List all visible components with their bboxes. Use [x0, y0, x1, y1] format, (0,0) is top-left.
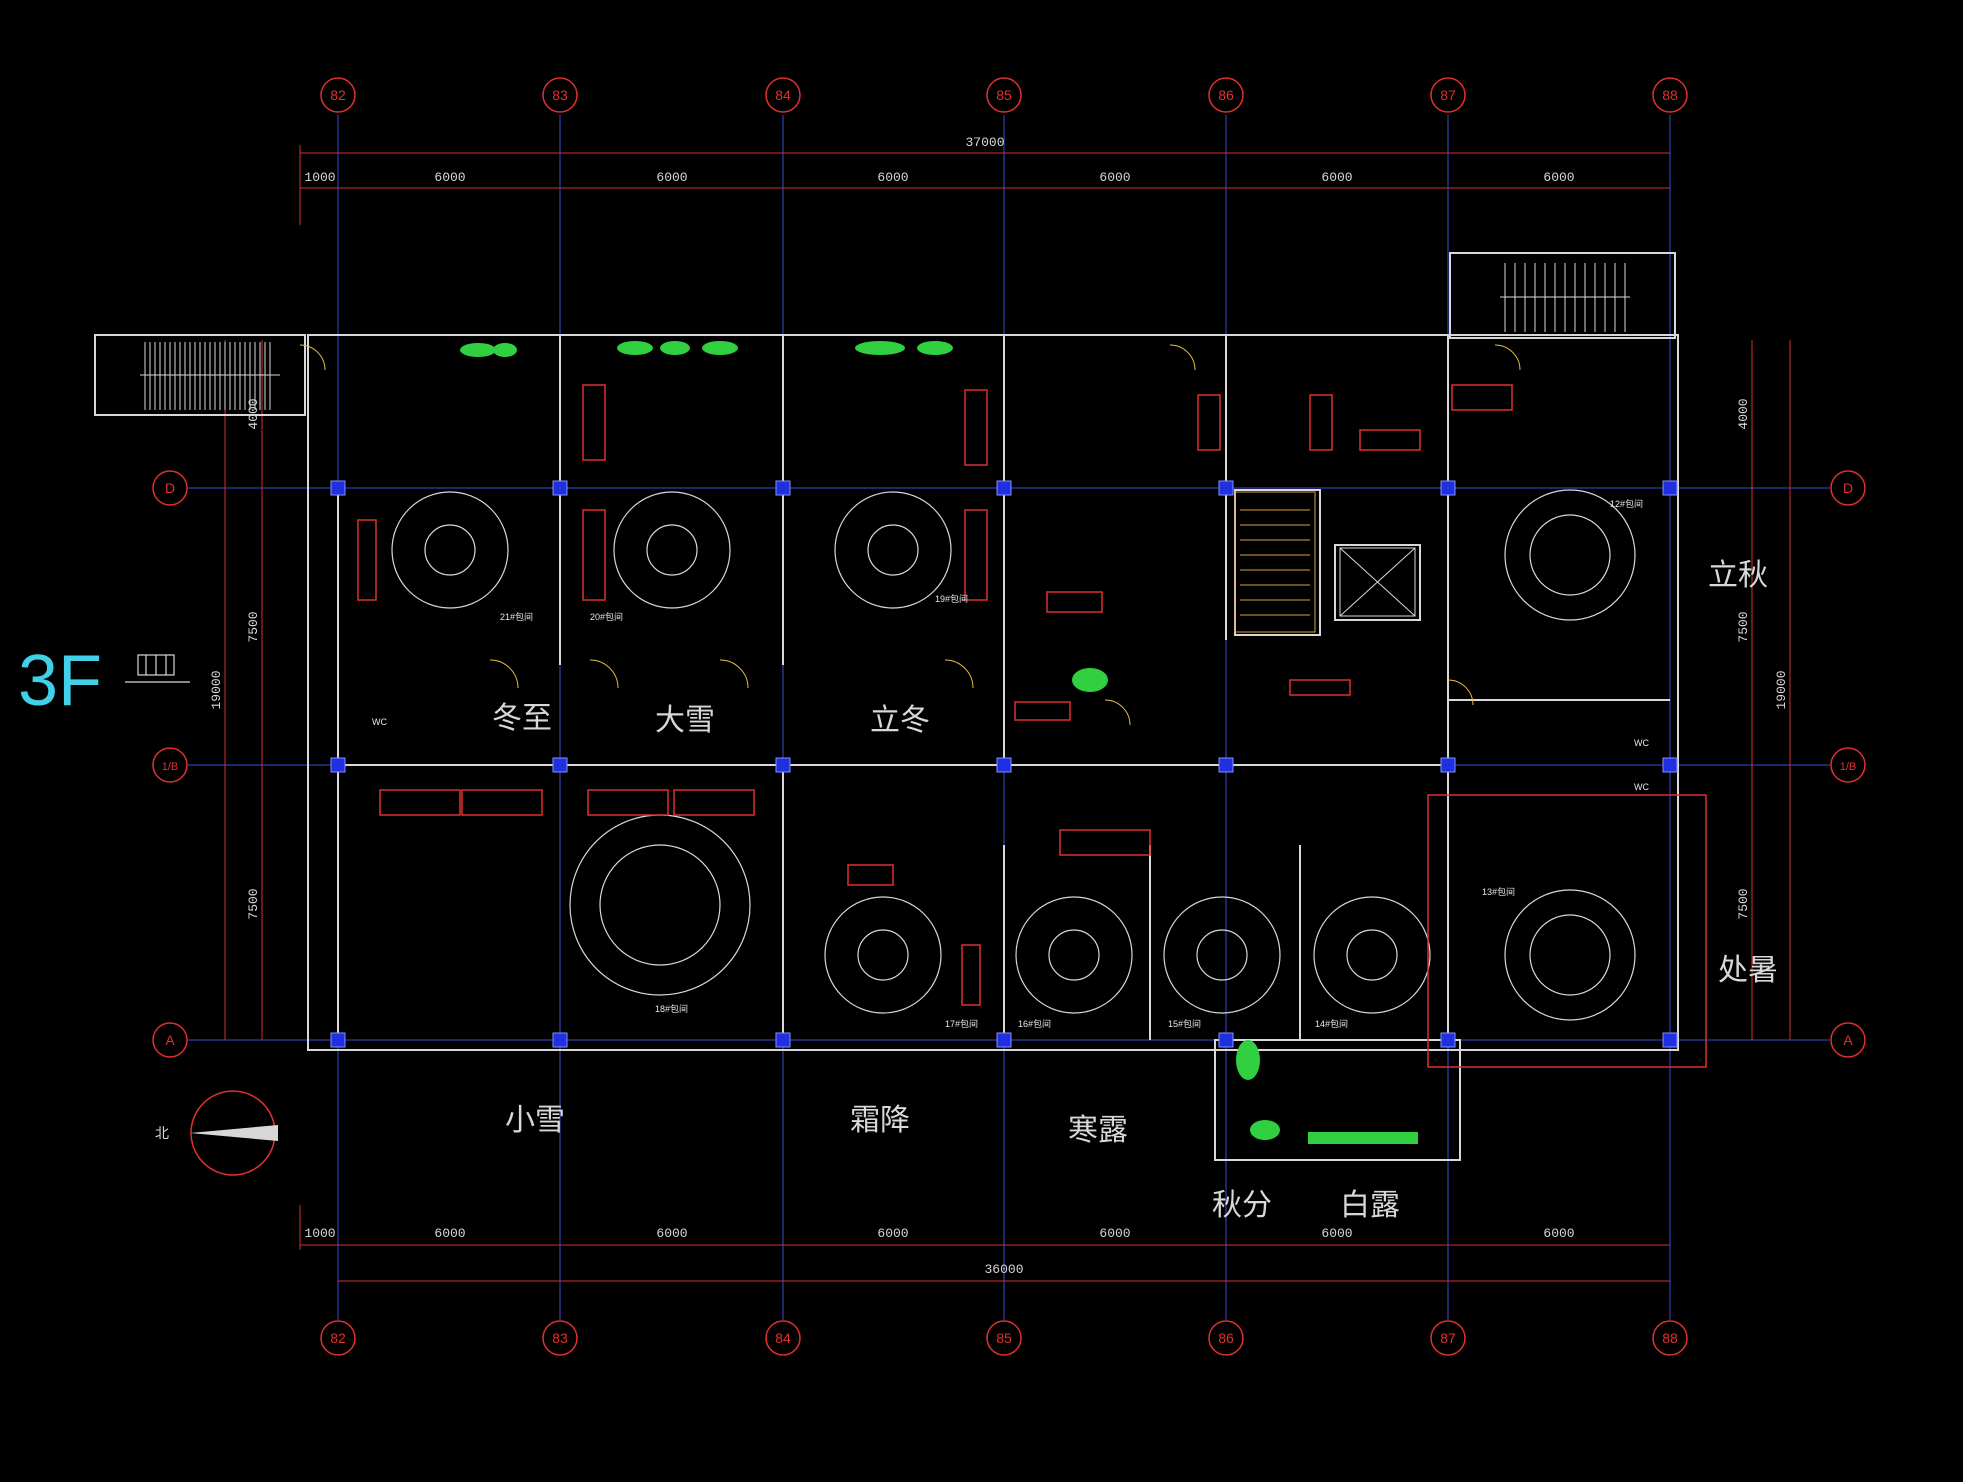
dim-bottom-total: 36000 — [984, 1262, 1023, 1277]
label-room-18: 18#包间 — [655, 1003, 688, 1014]
room-name-dongzhi: 冬至 — [492, 701, 552, 736]
grid-lines — [188, 115, 1830, 1320]
dimension-lines-top — [299, 145, 1670, 225]
structural-columns — [330, 480, 1678, 1048]
stair-right — [1500, 263, 1630, 332]
room-name-liqiu: 立秋 — [1708, 558, 1768, 593]
grid-label-85-bottom: 85 — [996, 1330, 1012, 1346]
label-room-19: 19#包间 — [935, 593, 968, 604]
north-compass — [190, 1090, 278, 1176]
dimension-lines-bottom — [299, 1205, 1670, 1282]
grid-label-87-bottom: 87 — [1440, 1330, 1456, 1346]
label-wc-right-1: WC — [1634, 738, 1649, 748]
dim-right-top: 4000 — [1736, 398, 1751, 429]
grid-label-A-right: A — [1843, 1032, 1853, 1048]
dim-left-upper: 7500 — [246, 611, 261, 642]
dim-top-seg-2: 6000 — [434, 170, 465, 185]
dimension-lines-sides — [224, 340, 1791, 1040]
room-name-lidong: 立冬 — [870, 703, 930, 738]
label-room-13: 13#包间 — [1482, 886, 1515, 897]
label-room-17: 17#包间 — [945, 1018, 978, 1029]
grid-bubbles-left — [152, 470, 188, 1058]
grid-label-86-bottom: 86 — [1218, 1330, 1234, 1346]
grid-bubbles-top — [320, 77, 1688, 113]
room-name-hanlu: 寒露 — [1068, 1113, 1128, 1148]
room-name-shuangjiang: 霜降 — [850, 1103, 910, 1138]
dim-right-total: 19000 — [1774, 670, 1789, 709]
grid-label-82-top: 82 — [330, 87, 346, 103]
dim-top-seg-3: 6000 — [656, 170, 687, 185]
grid-bubbles-bottom — [320, 1320, 1688, 1356]
dim-right-upper: 7500 — [1736, 611, 1751, 642]
room-name-bailu: 白露 — [1340, 1188, 1400, 1223]
dim-top-seg-1: 1000 — [304, 170, 335, 185]
stair-left — [140, 342, 280, 410]
grid-label-84-top: 84 — [775, 87, 791, 103]
grid-label-87-top: 87 — [1440, 87, 1456, 103]
dim-top-seg-4: 6000 — [877, 170, 908, 185]
room-name-qiufen: 秋分 — [1212, 1188, 1272, 1223]
room-name-daxue: 大雪 — [655, 703, 715, 738]
grid-label-1B-left: 1/B — [162, 761, 179, 773]
grid-label-84-bottom: 84 — [775, 1330, 791, 1346]
grid-label-86-top: 86 — [1218, 87, 1234, 103]
dim-bottom-seg-7: 6000 — [1543, 1226, 1574, 1241]
label-room-15: 15#包间 — [1168, 1018, 1201, 1029]
grid-label-88-top: 88 — [1662, 87, 1678, 103]
grid-label-A-left: A — [165, 1032, 175, 1048]
grid-label-D-right: D — [1843, 480, 1853, 496]
grid-label-85-top: 85 — [996, 87, 1012, 103]
label-room-16: 16#包间 — [1018, 1018, 1051, 1029]
floor-label-symbol — [125, 654, 190, 683]
grid-label-1B-right: 1/B — [1840, 761, 1857, 773]
red-furniture — [357, 384, 1707, 1068]
north-label: 北 — [155, 1126, 169, 1143]
dim-bottom-seg-2: 6000 — [434, 1226, 465, 1241]
dim-top-total: 37000 — [965, 135, 1004, 150]
grid-label-D-left: D — [165, 480, 175, 496]
grid-label-83-bottom: 83 — [552, 1330, 568, 1346]
label-room-21: 21#包间 — [500, 611, 533, 622]
label-wc-left: WC — [372, 717, 387, 727]
floor-label: 3F — [18, 641, 102, 721]
dim-left-total: 19000 — [209, 670, 224, 709]
dim-left-lower: 7500 — [246, 888, 261, 919]
room-name-xiaoxue: 小雪 — [505, 1103, 565, 1138]
grid-label-83-top: 83 — [552, 87, 568, 103]
dim-top-seg-5: 6000 — [1099, 170, 1130, 185]
label-room-20: 20#包间 — [590, 611, 623, 622]
dim-right-lower: 7500 — [1736, 888, 1751, 919]
dim-top-seg-7: 6000 — [1543, 170, 1574, 185]
dim-bottom-seg-4: 6000 — [877, 1226, 908, 1241]
stair-central — [1234, 491, 1316, 633]
label-room-12: 12#包间 — [1610, 498, 1643, 509]
grid-bubbles-right — [1830, 470, 1866, 1058]
label-wc-right-2: WC — [1634, 782, 1649, 792]
building-walls — [94, 252, 1679, 1161]
dim-bottom-seg-6: 6000 — [1321, 1226, 1352, 1241]
dim-top-seg-6: 6000 — [1321, 170, 1352, 185]
plants — [460, 341, 1418, 1144]
dim-bottom-seg-1: 1000 — [304, 1226, 335, 1241]
room-name-chushu: 处暑 — [1718, 953, 1778, 988]
dim-bottom-seg-3: 6000 — [656, 1226, 687, 1241]
dim-bottom-seg-5: 6000 — [1099, 1226, 1130, 1241]
round-tables — [391, 489, 1636, 1021]
grid-label-88-bottom: 88 — [1662, 1330, 1678, 1346]
label-room-14: 14#包间 — [1315, 1018, 1348, 1029]
elevator — [1339, 547, 1416, 617]
door-swings — [299, 344, 1521, 726]
grid-label-82-bottom: 82 — [330, 1330, 346, 1346]
